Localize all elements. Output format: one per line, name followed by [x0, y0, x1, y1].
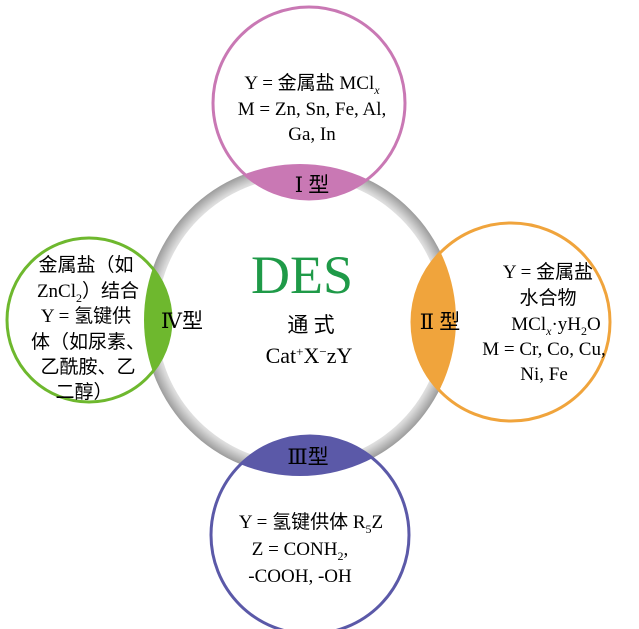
type2-line4: M = Cr, Co, Cu,: [482, 339, 605, 360]
type3-line2: Z = CONH2,: [252, 539, 348, 563]
type2-line3: MClx·yH2O: [511, 314, 600, 338]
type2-line5: Ni, Fe: [520, 364, 568, 385]
type2-line1: Y = 金属盐: [503, 261, 593, 283]
type1-line1: Y = 金属盐 MClx: [244, 72, 380, 97]
center-subtitle: 通 式: [287, 313, 334, 337]
type3-text: Y = 氢键供体 R5Z Z = CONH2, -COOH, -OH: [239, 511, 383, 587]
formula-cat: Cat: [266, 343, 297, 368]
center-title: DES: [251, 245, 353, 305]
type4-label: Ⅳ型: [161, 309, 203, 333]
type1-line2: M = Zn, Sn, Fe, Al,: [238, 99, 386, 120]
type4-line6: 二醇）: [55, 381, 112, 403]
type2-label: Ⅱ 型: [420, 310, 461, 334]
type1-text: Y = 金属盐 MClx M = Zn, Sn, Fe, Al, Ga, In: [238, 72, 386, 145]
type3-line3: -COOH, -OH: [248, 566, 352, 587]
type4-line1: 金属盐（如: [38, 254, 133, 276]
central-ring-inner: [157, 177, 443, 463]
formula-x: X: [304, 343, 320, 368]
type4-line4: 体（如尿素、: [31, 331, 145, 353]
type2-line2: 水合物: [519, 287, 576, 309]
type1-line3: Ga, In: [288, 124, 336, 145]
type4-line3: Y = 氢键供: [41, 305, 131, 327]
type2-text: Y = 金属盐 水合物 MClx·yH2O M = Cr, Co, Cu, Ni…: [482, 261, 605, 385]
formula-minus: −: [319, 344, 326, 359]
type4-text: 金属盐（如 ZnCl2）结合 Y = 氢键供 体（如尿素、 乙酰胺、乙 二醇）: [31, 254, 145, 403]
type3-label: Ⅲ型: [287, 445, 328, 469]
center-formula: Cat+X−zY: [266, 343, 353, 368]
type1-label: Ⅰ 型: [295, 173, 330, 197]
type4-line5: 乙酰胺、乙: [40, 356, 135, 378]
type3-line1: Y = 氢键供体 R5Z: [239, 511, 383, 536]
type4-line2: ZnCl2）结合: [37, 280, 139, 305]
formula-plus: +: [296, 344, 303, 359]
formula-rest: zY: [327, 343, 353, 368]
